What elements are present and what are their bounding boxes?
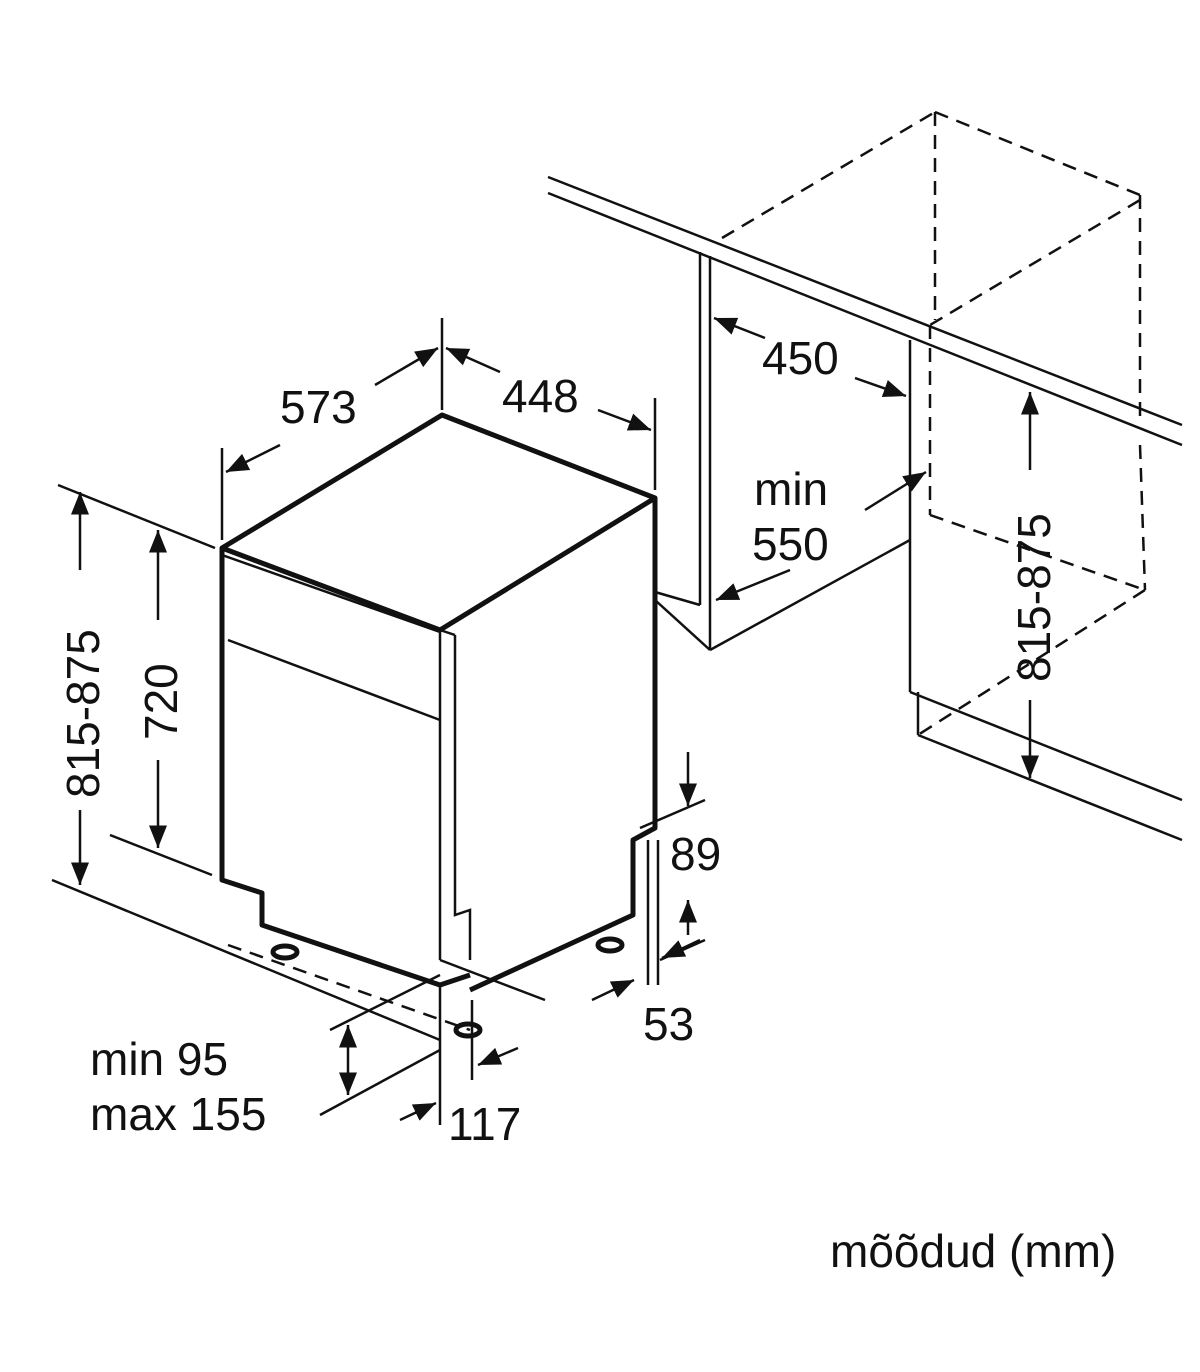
plinth-max-label: max 155 (90, 1088, 266, 1140)
depth-label: 573 (280, 381, 357, 433)
recess-label: 89 (670, 828, 721, 880)
countertop (547, 175, 1183, 447)
niche-depth-value-label: 550 (752, 518, 829, 570)
niche-width-label: 450 (762, 332, 839, 384)
body-height-label: 720 (135, 663, 187, 740)
foot-icon (270, 943, 300, 961)
width-label: 448 (502, 370, 579, 422)
dishwasher-body (219, 412, 658, 1039)
niche-height-label: 815-875 (1008, 513, 1060, 682)
foot-icon (595, 936, 625, 954)
plinth-min-label: min 95 (90, 1033, 228, 1085)
niche-depth-min-label: min (754, 463, 828, 515)
foot-icon (453, 1021, 483, 1039)
foot-offset-label: 53 (643, 998, 694, 1050)
dimension-arrows (71, 316, 1039, 1122)
total-height-label: 815-875 (57, 629, 109, 798)
units-note: mõõdud (mm) (830, 1225, 1116, 1277)
front-offset-label: 117 (448, 1098, 521, 1150)
left-cabinet (654, 252, 911, 652)
niche-outline (721, 110, 1183, 842)
